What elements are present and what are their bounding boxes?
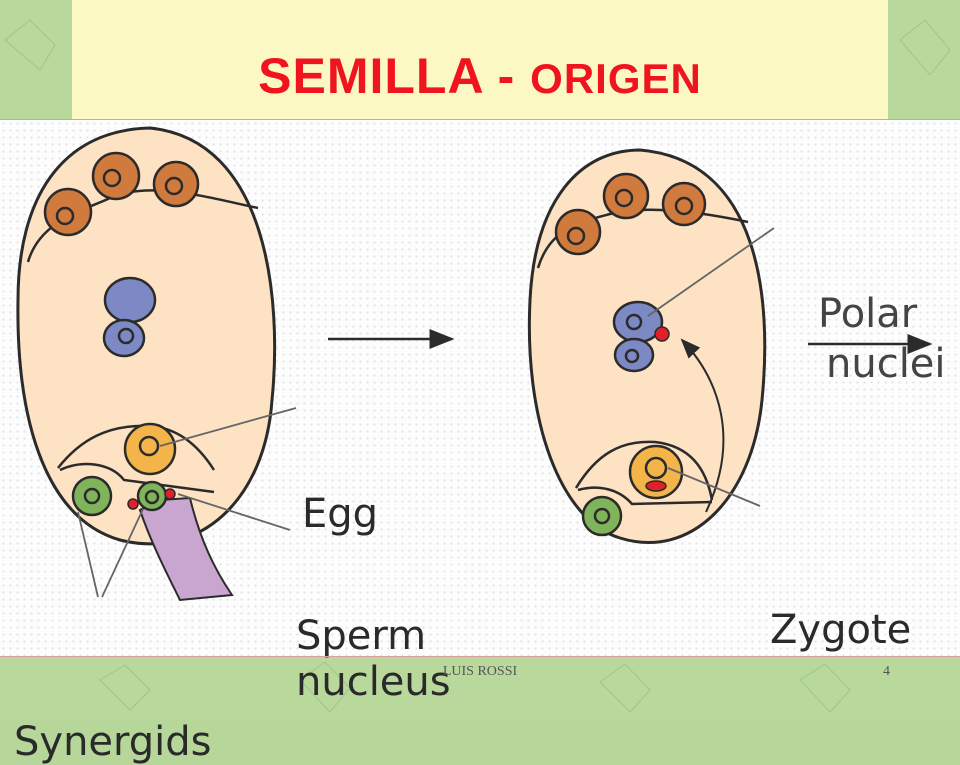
- ovule-after-fertilization: [527, 148, 775, 544]
- fertilization-diagram: Polar nuclei Egg Sperm nucleus Zygote Sy…: [0, 120, 960, 764]
- top-divider: [0, 119, 960, 120]
- ovule-outline-left: [16, 126, 277, 546]
- polar-leader-line: [647, 227, 775, 317]
- label-polar: Polar: [818, 291, 918, 337]
- sperm-cell: [654, 326, 670, 342]
- footer-page-number: 4: [883, 664, 890, 679]
- ovule-before-fertilization: [16, 126, 297, 602]
- title-secondary: ORIGEN: [530, 55, 702, 102]
- antipodal-boundary: [536, 208, 749, 269]
- synergid-leader-line: [101, 508, 144, 598]
- synergid-boundary: [577, 486, 713, 506]
- polar-nucleus: [613, 337, 655, 373]
- zygote-boundary: [574, 440, 714, 501]
- title-box: SEMILLA - ORIGEN: [72, 0, 888, 120]
- title-main: SEMILLA -: [258, 48, 516, 104]
- polar-nucleus: [102, 318, 146, 358]
- label-nucleus: nucleus: [296, 659, 451, 705]
- antipodal-cell: [602, 172, 650, 220]
- fertilization-arrow: [680, 338, 725, 513]
- label-egg: Egg: [302, 491, 379, 537]
- zygote-leader-line: [667, 467, 761, 507]
- sperm-leader-line: [177, 493, 291, 531]
- synergid-boundary: [59, 462, 215, 494]
- footer-author: LUIS ROSSI: [442, 664, 518, 679]
- label-nuclei: nuclei: [826, 341, 946, 387]
- antipodal-cell: [661, 181, 707, 227]
- pollen-tube: [138, 496, 234, 602]
- label-synergids: Synergids: [14, 719, 212, 765]
- synergid-cell: [71, 475, 113, 517]
- antipodal-cell: [91, 151, 141, 201]
- egg-cell: [123, 422, 177, 476]
- sperm-cell: [127, 498, 139, 510]
- synergid-leader-line: [77, 511, 99, 598]
- antipodal-cell: [554, 208, 602, 256]
- antipodal-cell: [152, 160, 200, 208]
- antipodal-cell: [43, 187, 93, 237]
- slide-title: SEMILLA - ORIGEN: [72, 48, 888, 107]
- egg-leader-line: [159, 407, 297, 447]
- label-sperm: Sperm: [296, 613, 427, 659]
- bottom-divider: [0, 656, 960, 657]
- synergid-cell: [581, 495, 623, 537]
- label-zygote: Zygote: [770, 607, 912, 653]
- sperm-cell: [164, 488, 176, 500]
- zygote-cell: [628, 444, 684, 500]
- synergid-cell: [136, 480, 168, 512]
- polar-nucleus: [103, 276, 157, 324]
